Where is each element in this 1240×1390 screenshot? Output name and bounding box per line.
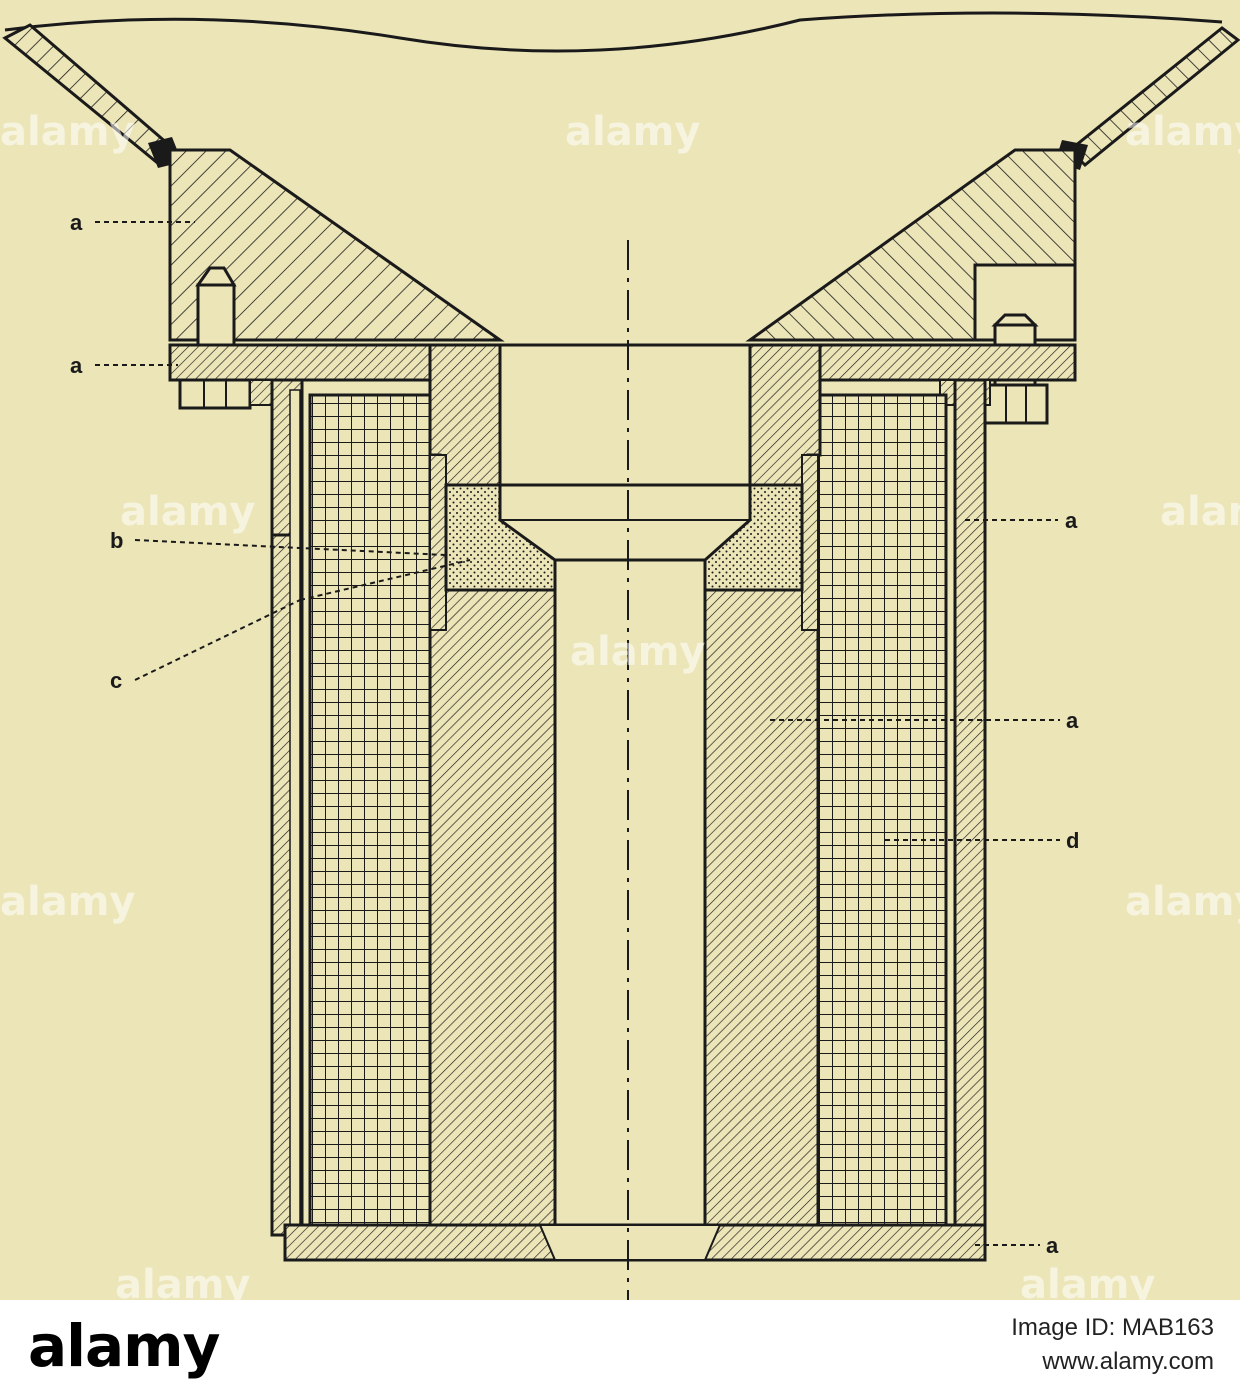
svg-text:alamy: alamy (115, 1262, 250, 1300)
label-d: d (1066, 828, 1079, 853)
svg-text:alamy: alamy (565, 109, 700, 155)
label-c: c (110, 668, 122, 693)
diagram: a a a b c a d a alamy alamy alamy alamy … (0, 0, 1240, 1300)
bottom-plate (283, 1223, 987, 1262)
alamy-logo: alamy (28, 1312, 220, 1380)
insulating-ring (444, 483, 804, 592)
label-a-bottom: a (1046, 1233, 1059, 1258)
image-id: Image ID: MAB163 (1011, 1314, 1214, 1341)
watermark: alamy alamy alamy alamy alamy alamy alam… (0, 109, 1240, 1300)
outer-housing (270, 378, 987, 1237)
label-a-flange: a (70, 353, 83, 378)
svg-text:alamy: alamy (1020, 1262, 1155, 1300)
label-b: b (110, 528, 123, 553)
central-core (428, 343, 822, 1227)
svg-text:alamy: alamy (0, 109, 135, 155)
diagram-labels: a a a b c a d a (70, 210, 1079, 1258)
label-a-core: a (1066, 708, 1079, 733)
svg-text:alamy: alamy (120, 489, 255, 535)
cross-section-drawing: a a a b c a d a alamy alamy alamy alamy … (0, 11, 1240, 1300)
label-a-top: a (70, 210, 83, 235)
funnel-wall (2, 11, 1240, 170)
label-a-outer: a (1065, 508, 1078, 533)
svg-text:alamy: alamy (1125, 879, 1240, 925)
site-url: www.alamy.com (1042, 1348, 1214, 1375)
leader-lines (95, 221, 1060, 1246)
svg-text:alamy: alamy (1125, 109, 1240, 155)
svg-text:alamy: alamy (1160, 489, 1240, 535)
footer-bar: alamy Image ID: MAB163 www.alamy.com (0, 1300, 1240, 1390)
svg-text:alamy: alamy (0, 879, 135, 925)
svg-text:alamy: alamy (570, 629, 705, 675)
funnel-collar (168, 148, 1077, 342)
